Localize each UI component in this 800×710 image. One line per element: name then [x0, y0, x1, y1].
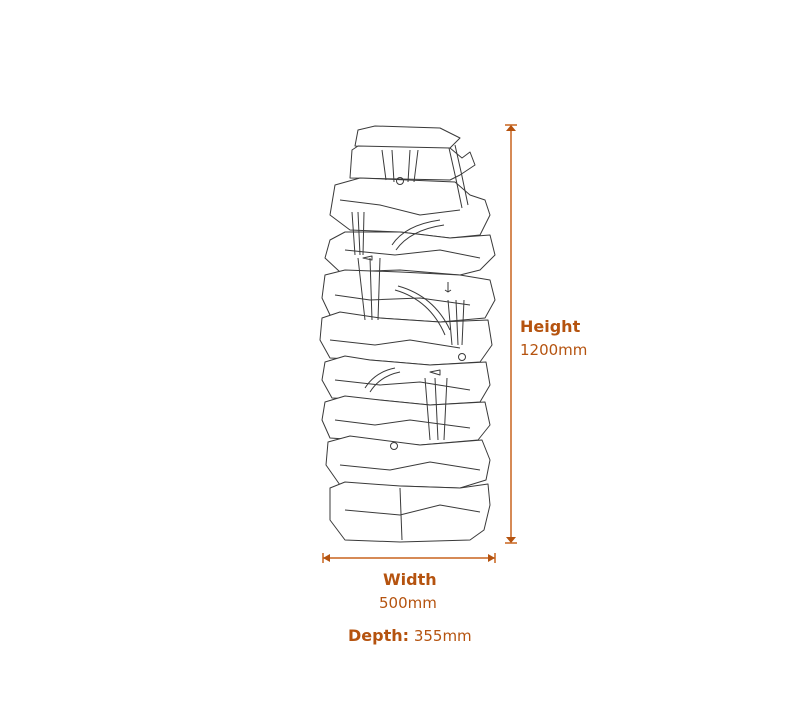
depth-row: Depth: 355mm: [348, 626, 472, 645]
width-label: Width: [383, 570, 437, 589]
width-dimension-line: [322, 553, 496, 563]
fountain-illustration: [319, 125, 496, 543]
depth-label: Depth:: [348, 626, 410, 645]
depth-value: 355mm: [413, 627, 472, 645]
width-value: 500mm: [379, 594, 437, 612]
height-dimension-line: [505, 124, 517, 544]
height-label: Height: [520, 317, 581, 336]
height-value: 1200mm: [520, 341, 588, 359]
